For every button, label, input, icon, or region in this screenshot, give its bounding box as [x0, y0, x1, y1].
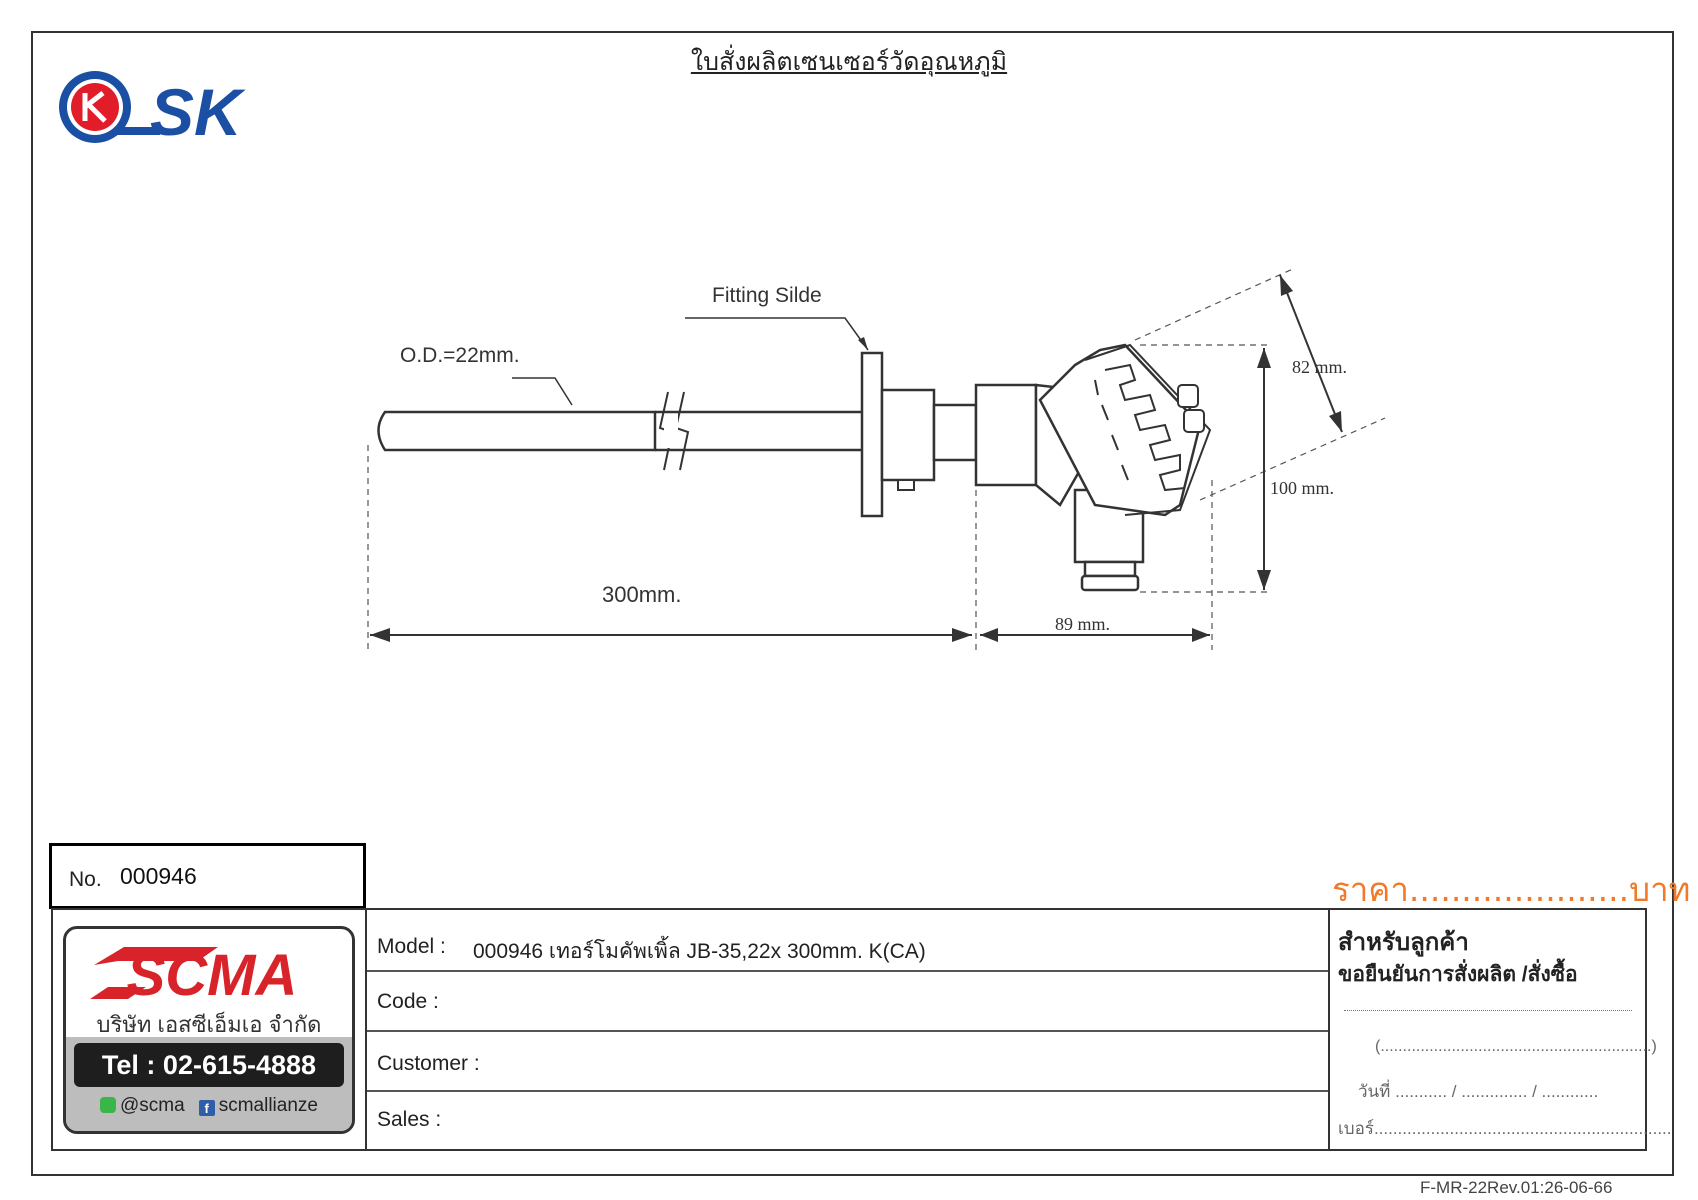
date-line: วันที่ ........... / .............. / ..…: [1358, 1082, 1599, 1101]
order-number-value: 000946: [120, 863, 197, 889]
sk-logo-text: SK: [150, 75, 246, 149]
thermocouple-drawing: Fitting Silde O.D.=22mm. 300mm. 89 mm. 1…: [367, 267, 1386, 650]
code-label: Code :: [377, 990, 439, 1013]
signature-name-line: (.......................................…: [1375, 1038, 1657, 1055]
signature-line: [1344, 1010, 1632, 1011]
model-row: Model : 000946 เทอร์โมคัพเพิ้ล JB-35,22x…: [367, 910, 1328, 972]
facebook-page: scmallianze: [218, 1095, 318, 1116]
company-card: SCMA บริษัท เอสซีเอ็มเอ จำกัด Tel : 02-6…: [63, 926, 355, 1134]
scma-logo: SCMA: [90, 943, 298, 1007]
company-name: บริษัท เอสซีเอ็มเอ จำกัด: [96, 1012, 322, 1037]
form-code: F-MR-22Rev.01:26-06-66: [1420, 1178, 1613, 1197]
price-field: ราคา.....................บาท: [1332, 870, 1691, 909]
order-table: SCMA บริษัท เอสซีเอ็มเอ จำกัด Tel : 02-6…: [51, 908, 1672, 1151]
customer-confirmation: สำหรับลูกค้า ขอยืนยันการสั่งผลิต /สั่งซื…: [1330, 910, 1672, 1149]
head-height-label: 100 mm.: [1270, 478, 1334, 498]
length-label: 300mm.: [602, 582, 681, 607]
sk-logo: SK: [59, 71, 246, 149]
page-frame: [31, 31, 1674, 1176]
scma-logo-text: SCMA: [127, 943, 298, 1007]
order-number-label: No.: [69, 868, 102, 891]
customer-box-subtitle: ขอยืนยันการสั่งผลิต /สั่งซื้อ: [1338, 963, 1578, 986]
line-id: @scma: [120, 1095, 185, 1116]
company-cell: SCMA บริษัท เอสซีเอ็มเอ จำกัด Tel : 02-6…: [53, 910, 367, 1149]
model-value: 000946 เทอร์โมคัพเพิ้ล JB-35,22x 300mm. …: [473, 940, 926, 963]
facebook-icon: f: [198, 1100, 215, 1116]
customer-box-title: สำหรับลูกค้า: [1338, 929, 1469, 956]
line-app-icon: [100, 1097, 117, 1113]
order-number-box: No. 000946: [49, 843, 366, 909]
order-details: Model : 000946 เทอร์โมคัพเพิ้ล JB-35,22x…: [367, 910, 1330, 1149]
phone-line: เบอร์...................................…: [1338, 1119, 1672, 1138]
head-diag-label: 82 mm.: [1292, 357, 1347, 377]
company-phone: Tel : 02-615-4888: [74, 1043, 344, 1087]
head-width-label: 89 mm.: [1055, 614, 1110, 634]
model-label: Model :: [377, 935, 446, 958]
fitting-label: Fitting Silde: [712, 284, 822, 307]
sales-row: Sales :: [367, 1092, 1328, 1149]
code-row: Code :: [367, 972, 1328, 1032]
document-title: ใบสั่งผลิตเซนเซอร์วัดอุณหภูมิ: [690, 47, 1008, 76]
od-label: O.D.=22mm.: [400, 344, 520, 367]
customer-row: Customer :: [367, 1032, 1328, 1092]
probe-tube: [377, 410, 870, 452]
sales-label: Sales :: [377, 1108, 442, 1131]
customer-label: Customer :: [377, 1052, 480, 1075]
